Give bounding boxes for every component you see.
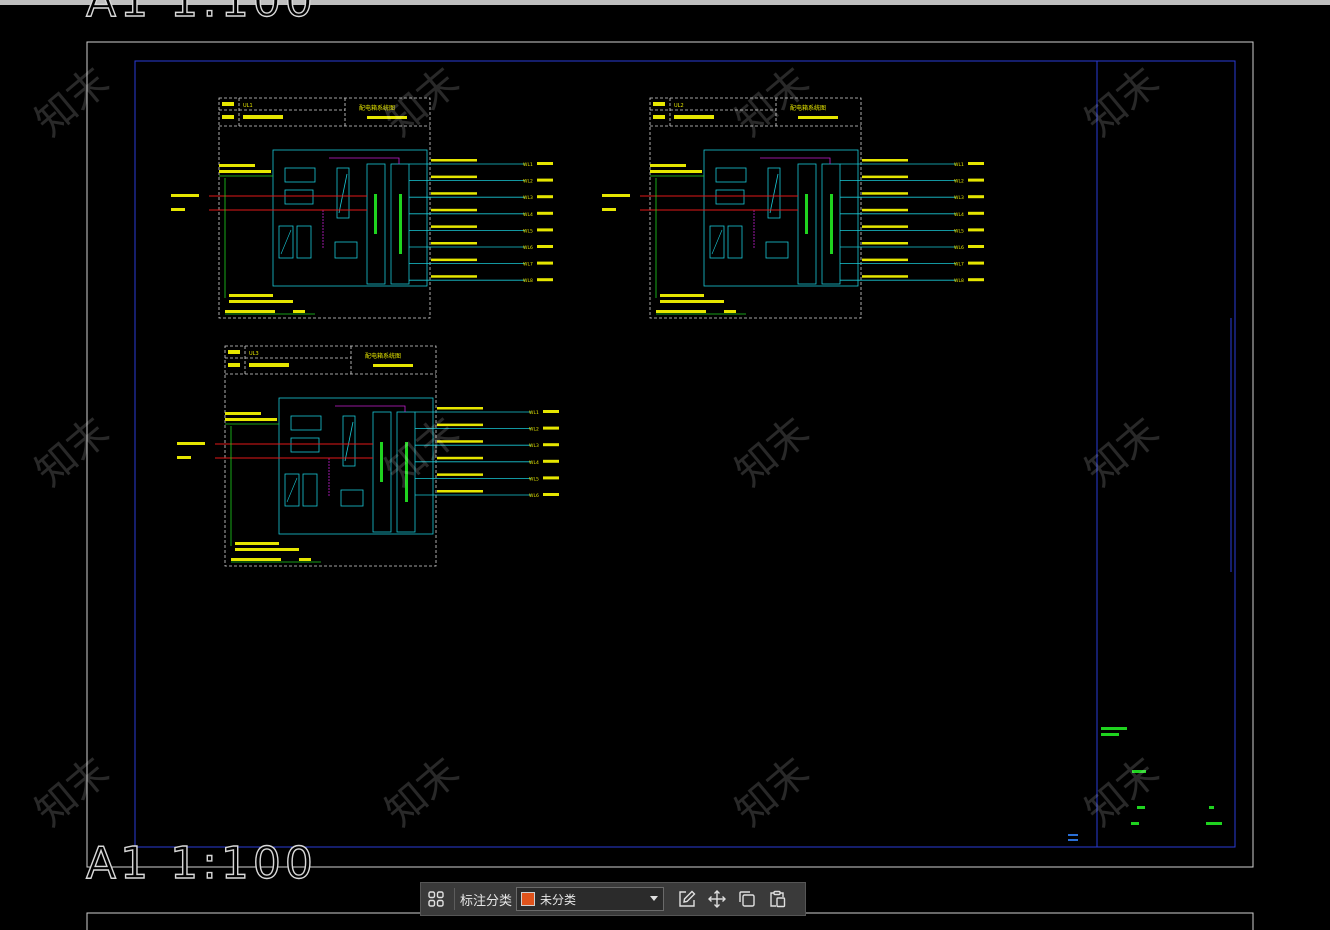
annotation-toolbar: 标注分类 未分类	[420, 882, 806, 916]
top-sheet-strip	[0, 0, 1330, 5]
circuit-label: WL2	[529, 427, 539, 433]
circuit-label: WL1	[954, 162, 964, 168]
copy-icon[interactable]	[732, 884, 762, 914]
dropdown-caret-icon	[650, 896, 659, 901]
circuit-label: WL7	[523, 262, 533, 268]
move-icon[interactable]	[702, 884, 732, 914]
circuit-label: WL1	[523, 162, 533, 168]
circuit-label: WL6	[954, 245, 964, 251]
circuit-label: WL3	[529, 443, 539, 449]
circuit-label: WL3	[523, 195, 533, 201]
circuit-label: WL5	[954, 228, 964, 234]
circuit-label: WL8	[523, 278, 533, 284]
panel-code: UL2	[674, 103, 684, 109]
circuit-label: WL6	[523, 245, 533, 251]
panel-code: UL3	[249, 351, 259, 357]
circuit-label: WL1	[529, 410, 539, 416]
circuit-label: WL4	[529, 460, 539, 466]
paste-icon[interactable]	[762, 884, 792, 914]
grid-apps-icon[interactable]	[421, 884, 451, 914]
category-select-value: 未分类	[540, 892, 577, 907]
drawing-scale-label: A1 1:100	[85, 838, 317, 889]
category-label: 标注分类	[460, 893, 513, 909]
circuit-label: WL5	[529, 476, 539, 482]
toolbar-divider	[454, 888, 455, 910]
panel-title: 配电箱系统图	[365, 352, 401, 360]
circuit-label: WL4	[954, 212, 964, 218]
circuit-label: WL8	[954, 278, 964, 284]
edit-icon[interactable]	[672, 884, 702, 914]
title-block-notes	[1068, 727, 1222, 841]
circuit-label: WL7	[954, 262, 964, 268]
category-select[interactable]: 未分类	[516, 887, 665, 911]
circuit-label: WL4	[523, 212, 533, 218]
circuit-label: WL3	[954, 195, 964, 201]
circuit-label: WL6	[529, 493, 539, 499]
category-color-swatch	[521, 892, 536, 906]
panel-border	[218, 97, 431, 319]
drawing-scale-label-top: A1 1:100	[85, 0, 317, 27]
circuit-label: WL2	[523, 179, 533, 185]
panel-border	[649, 97, 862, 319]
panel-border	[224, 345, 437, 567]
panel-title: 配电箱系统图	[359, 104, 395, 112]
sheet-outer-border	[86, 41, 1254, 868]
circuit-label: WL5	[523, 228, 533, 234]
panel-title: 配电箱系统图	[790, 104, 826, 112]
sheet-inner-frame	[134, 60, 1236, 848]
panel-code: UL1	[243, 103, 253, 109]
circuit-label: WL2	[954, 179, 964, 185]
